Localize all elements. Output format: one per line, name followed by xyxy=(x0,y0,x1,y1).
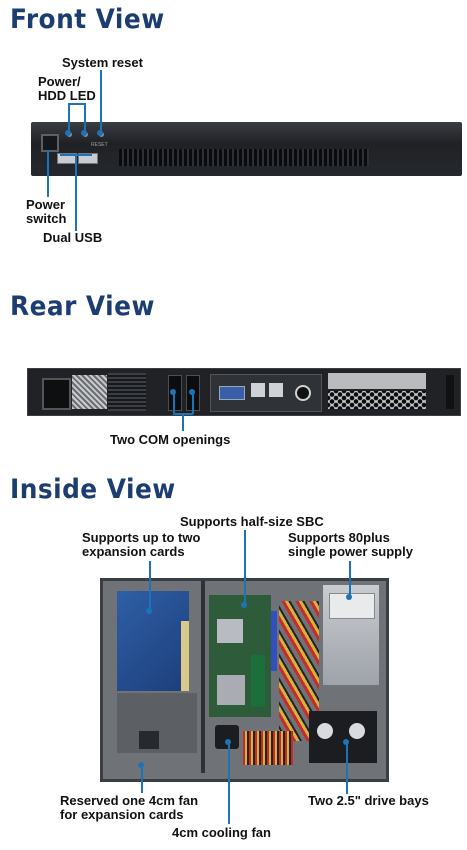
psu-fan-vent xyxy=(108,373,146,411)
callout-line-psu xyxy=(349,561,351,597)
callout-line-expansion xyxy=(149,561,151,611)
drive-bays xyxy=(309,711,377,763)
callout-line-led2 xyxy=(84,103,86,132)
callout-line-usb-join xyxy=(60,154,92,156)
callout-line-drive-bays xyxy=(346,742,348,794)
rear-view-title: Rear View xyxy=(10,291,155,322)
power-hdd-led-label: Power/ HDD LED xyxy=(38,74,96,103)
expansion-card xyxy=(117,591,189,691)
ram-module xyxy=(251,655,265,707)
callout-dot-com2 xyxy=(189,389,195,395)
expansion-slot-1 xyxy=(328,373,426,389)
sbc-label: Supports half-size SBC xyxy=(180,514,324,529)
power-inlet xyxy=(42,378,71,410)
front-chassis: RESET xyxy=(31,122,462,176)
callout-dot-sbc xyxy=(241,602,247,608)
power-switch-label: Power switch xyxy=(26,197,67,226)
psu-grill xyxy=(72,375,107,409)
callout-dot-expansion xyxy=(146,608,152,614)
callout-line-reset xyxy=(100,70,102,132)
reserved-fan-mount xyxy=(139,731,159,749)
callout-dot-cooling-fan xyxy=(225,739,231,745)
callout-dot-psu xyxy=(346,594,352,600)
chipset-heatsink xyxy=(217,675,245,705)
drive-bay-1 xyxy=(317,723,333,739)
callout-dot-led2 xyxy=(81,130,87,136)
front-vent xyxy=(119,149,369,166)
two-com-label: Two COM openings xyxy=(110,432,231,447)
inside-view-title: Inside View xyxy=(10,474,176,505)
reserved-fan-label: Reserved one 4cm fan for expansion cards xyxy=(60,793,199,822)
callout-line-cooling-fan xyxy=(228,742,230,824)
dual-usb-label: Dual USB xyxy=(43,230,103,245)
drive-bays-label: Two 2.5" drive bays xyxy=(308,793,429,808)
drive-bay-2 xyxy=(349,723,365,739)
expansion-label: Supports up to two expansion cards xyxy=(82,530,201,559)
chassis-divider xyxy=(201,581,205,773)
reset-panel-text: RESET xyxy=(91,142,108,148)
vga-port xyxy=(219,386,245,400)
callout-line-reserved-fan xyxy=(141,765,143,793)
lan-port-1 xyxy=(251,383,265,397)
rear-handle xyxy=(446,375,454,409)
callout-dot-led1 xyxy=(65,130,71,136)
fan-cables xyxy=(243,731,293,765)
callout-dot-reset xyxy=(97,130,103,136)
callout-line-led-join xyxy=(68,103,85,105)
lan-port-2 xyxy=(269,383,283,397)
callout-line-com1 xyxy=(173,392,175,414)
usb-port-1 xyxy=(57,153,77,164)
psu-label: Supports 80plus single power supply xyxy=(288,530,413,559)
io-panel xyxy=(210,374,322,412)
riser-connector xyxy=(181,621,189,691)
system-reset-label: System reset xyxy=(62,55,143,70)
front-view-title: Front View xyxy=(10,4,165,35)
callout-line-power xyxy=(47,150,49,197)
sbc-board xyxy=(209,595,271,717)
psu-label-sticker xyxy=(329,593,375,619)
callout-dot-reserved-fan xyxy=(138,762,144,768)
callout-line-led1 xyxy=(68,103,70,132)
power-switch-button[interactable] xyxy=(41,134,59,152)
expansion-slot-2 xyxy=(328,391,426,409)
callout-line-usb xyxy=(75,154,77,231)
pcie-slot xyxy=(271,611,277,671)
cooling-fan xyxy=(215,725,239,749)
callout-line-sbc xyxy=(244,530,246,605)
rear-button xyxy=(295,385,311,401)
rear-chassis xyxy=(27,368,461,416)
usb-port-2 xyxy=(78,153,98,164)
cpu-heatsink xyxy=(217,619,243,643)
cooling-fan-label: 4cm cooling fan xyxy=(172,825,271,840)
power-supply xyxy=(323,585,379,685)
callout-line-com-stem xyxy=(182,413,184,431)
callout-line-com2 xyxy=(192,392,194,414)
callout-dot-drive-bays xyxy=(343,739,349,745)
callout-dot-com1 xyxy=(170,389,176,395)
